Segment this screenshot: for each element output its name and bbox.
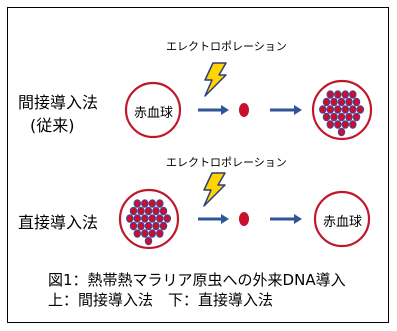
parasite-dot [126,214,134,223]
red-blood-cell-bottom-end [313,190,371,248]
parasite-dot [129,221,138,231]
method-label-direct: 直接導入法 [18,213,99,232]
parasite-dot [163,214,172,223]
parasite-dot [341,105,350,114]
parasite-dot [349,105,357,114]
parasite-dot [349,90,357,99]
right-arrow-icon [198,214,229,224]
right-arrow-icon [198,105,229,115]
figure-caption-line1: 図1：熱帯熱マラリア原虫への外来DNA導入 [48,271,346,289]
parasite-dot [330,112,338,122]
lightning-icon [204,62,227,97]
parasite-dot [341,90,350,99]
parasite-dot [159,221,168,231]
parasite-dot [341,120,350,129]
parasite-dot [141,199,149,208]
parasite-dot [137,221,145,231]
parasite-dot [159,206,168,216]
parasite-dot [334,105,342,114]
parasite-dot [334,90,342,99]
infected-cell-top-end [311,79,373,141]
parasite-dot [337,97,346,107]
figure-border [7,7,389,323]
lightning-icon [203,172,226,207]
method-label-indirect: 間接導入法 [18,93,99,112]
parasite-dot [352,97,361,107]
parasite-dot [141,214,149,223]
parasite-single-top [239,103,249,117]
method-label-conventional: (従来) [30,116,75,135]
parasite-dot [326,90,335,99]
parasite-dot [326,105,335,114]
parasite-single-bottom [239,212,249,226]
parasite-dot [156,229,164,238]
parasite-dot [330,97,338,107]
parasite-dot [148,199,157,208]
parasite-dot [156,199,164,208]
parasite-dot [322,112,331,122]
parasite-dot [326,120,335,129]
parasite-dot [144,206,153,216]
parasite-dot [141,229,149,238]
parasite-dot [148,214,157,223]
parasite-dot [148,229,157,238]
parasite-dot [349,120,357,129]
parasite-dot [144,236,153,246]
parasite-dot [144,221,153,231]
figure-caption-line2: 上：間接導入法 下：直接導入法 [48,291,274,309]
technique-label-top: エレクトロポレーション [166,40,287,53]
parasite-dot [356,105,365,114]
parasite-dot [337,127,346,137]
right-arrow-icon [270,105,302,115]
parasite-dot [129,206,138,216]
red-blood-cell-top-start [124,81,182,139]
parasite-dot [137,206,145,216]
infected-cell-bottom-start [118,188,180,250]
right-arrow-icon [270,214,302,224]
parasite-dot [133,199,142,208]
parasite-dot [156,214,164,223]
parasite-dot [352,112,361,122]
cell-label-bottom: 赤血球 [323,215,363,230]
parasite-dot [334,120,342,129]
cell-label-top: 赤血球 [134,106,174,121]
parasite-dot [133,214,142,223]
parasite-dot [337,112,346,122]
parasite-dot [345,97,353,107]
parasite-dot [152,221,160,231]
parasite-dot [152,206,160,216]
parasite-dot [345,112,353,122]
technique-label-bottom: エレクトロポレーション [166,156,287,169]
parasite-dot [319,105,327,114]
parasite-dot [133,229,142,238]
parasite-dot [322,97,331,107]
